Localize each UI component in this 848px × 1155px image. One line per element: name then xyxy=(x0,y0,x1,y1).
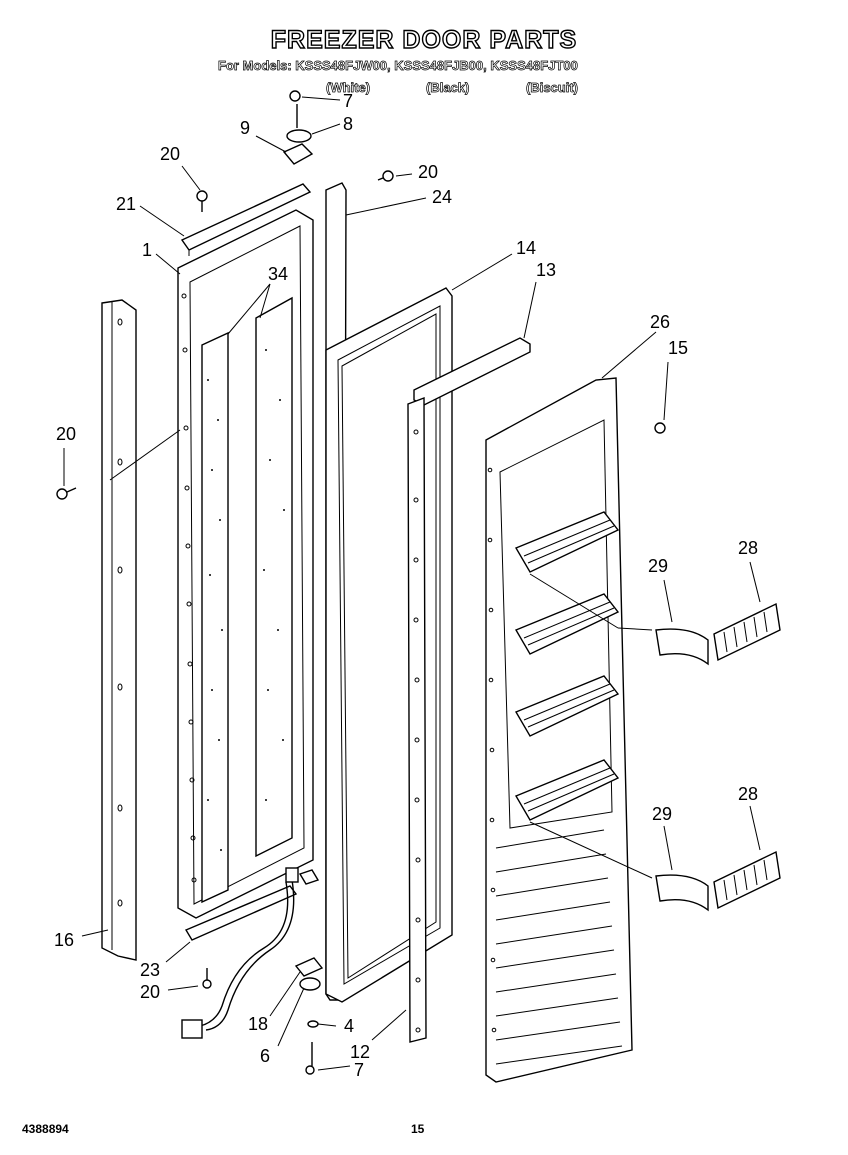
leader-lines xyxy=(63,96,761,1071)
callout-20-top: 20 xyxy=(160,144,180,164)
callout-26: 26 xyxy=(650,312,670,332)
door-side-strip xyxy=(407,396,427,1043)
color-label-black: (Black) xyxy=(426,80,470,96)
callout-20-left: 20 xyxy=(56,424,76,444)
insulation-strips xyxy=(201,296,293,904)
callout-8: 8 xyxy=(343,114,353,134)
callout-18: 18 xyxy=(248,1014,268,1034)
top-hinge-bracket xyxy=(180,183,312,256)
document-number: 4388894 xyxy=(22,1122,69,1136)
wire-harness xyxy=(181,867,299,1039)
screws xyxy=(56,170,666,989)
callout-14: 14 xyxy=(516,238,536,258)
callout-7-top: 7 xyxy=(343,91,353,111)
color-label-white: (White) xyxy=(326,80,371,96)
callout-28-upper: 28 xyxy=(738,538,758,558)
top-cap xyxy=(413,337,531,406)
callout-1: 1 xyxy=(142,240,152,260)
callout-28-lower: 28 xyxy=(738,784,758,804)
inner-door-frame xyxy=(177,195,314,919)
model-list: For Models: KSSS48FJW00, KSSS48FJB00, KS… xyxy=(218,58,579,74)
bottom-hinge-parts xyxy=(184,869,324,1075)
page-title: FREEZER DOOR PARTS xyxy=(270,25,578,54)
callout-13: 13 xyxy=(536,260,556,280)
callout-24: 24 xyxy=(432,187,452,207)
callout-12: 12 xyxy=(350,1042,370,1062)
callout-34: 34 xyxy=(268,264,288,284)
top-hinge-parts xyxy=(282,90,314,165)
liner-ribs xyxy=(495,829,623,1065)
callout-20-bottom: 20 xyxy=(140,982,160,1002)
outer-door-panel xyxy=(101,299,137,961)
callout-20-right: 20 xyxy=(418,162,438,182)
color-label-biscuit: (Biscuit) xyxy=(526,80,579,96)
callout-4: 4 xyxy=(344,1016,354,1036)
callout-16: 16 xyxy=(54,930,74,950)
callout-23: 23 xyxy=(140,960,160,980)
callout-6: 6 xyxy=(260,1046,270,1066)
callout-9: 9 xyxy=(240,118,250,138)
callout-29-lower: 29 xyxy=(652,804,672,824)
shelf-bars xyxy=(713,602,781,910)
callout-15: 15 xyxy=(668,338,688,358)
shelf-end-caps xyxy=(655,628,709,912)
door-shelves xyxy=(514,511,620,821)
callout-7-bottom: 7 xyxy=(354,1060,364,1080)
callout-numbers: 7 8 9 20 20 21 24 1 34 14 13 26 15 20 29… xyxy=(54,91,758,1080)
callout-21: 21 xyxy=(116,194,136,214)
callout-29-upper: 29 xyxy=(648,556,668,576)
page-number: 15 xyxy=(411,1122,425,1136)
door-liner xyxy=(485,377,633,1083)
